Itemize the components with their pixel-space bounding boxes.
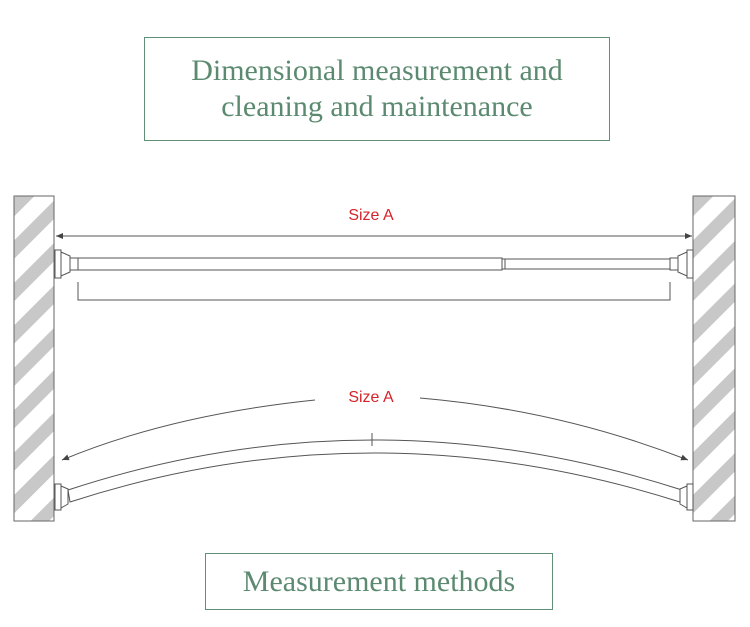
straight-rod: [77, 257, 671, 271]
title-line-2: cleaning and maintenance: [221, 90, 533, 123]
curved-rod-left-cap: [54, 483, 69, 511]
straight-rod-right-cap: [669, 249, 694, 279]
curved-size-label: Size A: [348, 389, 394, 406]
right-wall: [692, 195, 736, 522]
footer-box: Measurement methods: [205, 553, 553, 610]
left-wall: [13, 195, 55, 522]
footer-label: Measurement methods: [242, 564, 516, 598]
curved-rod: [67, 439, 683, 503]
title-line-1: Dimensional measurement and: [191, 54, 563, 87]
straight-rod-left-cap: [54, 249, 79, 279]
curved-dimension-arc-left: [61, 399, 316, 461]
straight-size-label: Size A: [348, 207, 394, 224]
curved-rod-right-cap: [679, 483, 694, 511]
curved-dimension-arc-right: [419, 397, 689, 461]
title-box: Dimensional measurement and cleaning and…: [144, 37, 610, 141]
rod-length-bracket: [77, 282, 671, 301]
